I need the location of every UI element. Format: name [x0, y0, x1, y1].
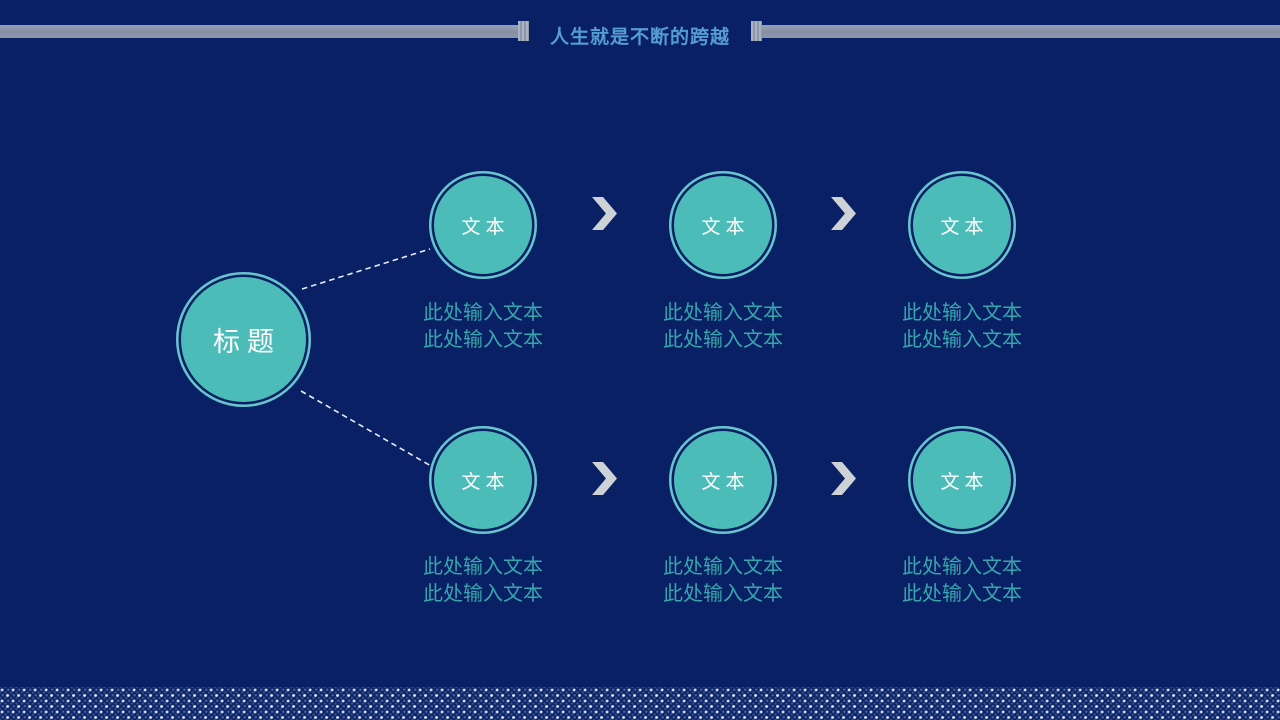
- step-circle-row1-1: 文本: [429, 171, 537, 279]
- description-line: 此处输入文本: [902, 556, 1022, 578]
- description-line: 此处输入文本: [663, 302, 783, 324]
- slide-title: 人生就是不断的跨越: [549, 27, 730, 48]
- header-bar-left-cap: [518, 21, 529, 41]
- step-description: 此处输入文本 此处输入文本: [852, 300, 1072, 354]
- step-circle-row2-3: 文本: [908, 426, 1016, 534]
- step-description: 此处输入文本 此处输入文本: [373, 300, 593, 354]
- step-label: 文本: [461, 216, 510, 238]
- header-bar-right: [762, 25, 1280, 38]
- chevron-right-icon: [592, 462, 617, 495]
- description-line: 此处输入文本: [902, 583, 1022, 605]
- chevron-right-icon: [831, 197, 856, 230]
- description-line: 此处输入文本: [663, 329, 783, 351]
- root-title-label: 标题: [213, 327, 281, 357]
- description-line: 此处输入文本: [902, 329, 1022, 351]
- step-circle-row1-3: 文本: [908, 171, 1016, 279]
- connector-line-top: [301, 248, 431, 290]
- step-description: 此处输入文本 此处输入文本: [613, 554, 833, 608]
- footer-dot-pattern: [0, 687, 1280, 720]
- description-line: 此处输入文本: [663, 583, 783, 605]
- description-line: 此处输入文本: [423, 302, 543, 324]
- step-label: 文本: [940, 471, 989, 493]
- header-bar-left: [0, 25, 518, 38]
- step-label: 文本: [461, 471, 510, 493]
- step-description: 此处输入文本 此处输入文本: [852, 554, 1072, 608]
- description-line: 此处输入文本: [423, 583, 543, 605]
- chevron-right-icon: [831, 462, 856, 495]
- description-line: 此处输入文本: [663, 556, 783, 578]
- step-description: 此处输入文本 此处输入文本: [613, 300, 833, 354]
- step-description: 此处输入文本 此处输入文本: [373, 554, 593, 608]
- step-label: 文本: [940, 216, 989, 238]
- step-label: 文本: [701, 216, 750, 238]
- step-circle-row1-2: 文本: [669, 171, 777, 279]
- chevron-right-icon: [592, 197, 617, 230]
- step-circle-row2-2: 文本: [669, 426, 777, 534]
- step-circle-row2-1: 文本: [429, 426, 537, 534]
- description-line: 此处输入文本: [423, 329, 543, 351]
- root-title-circle: 标题: [176, 272, 311, 407]
- header-bar-right-cap: [751, 21, 762, 41]
- description-line: 此处输入文本: [902, 302, 1022, 324]
- step-label: 文本: [701, 471, 750, 493]
- connector-line-bottom: [300, 390, 432, 467]
- description-line: 此处输入文本: [423, 556, 543, 578]
